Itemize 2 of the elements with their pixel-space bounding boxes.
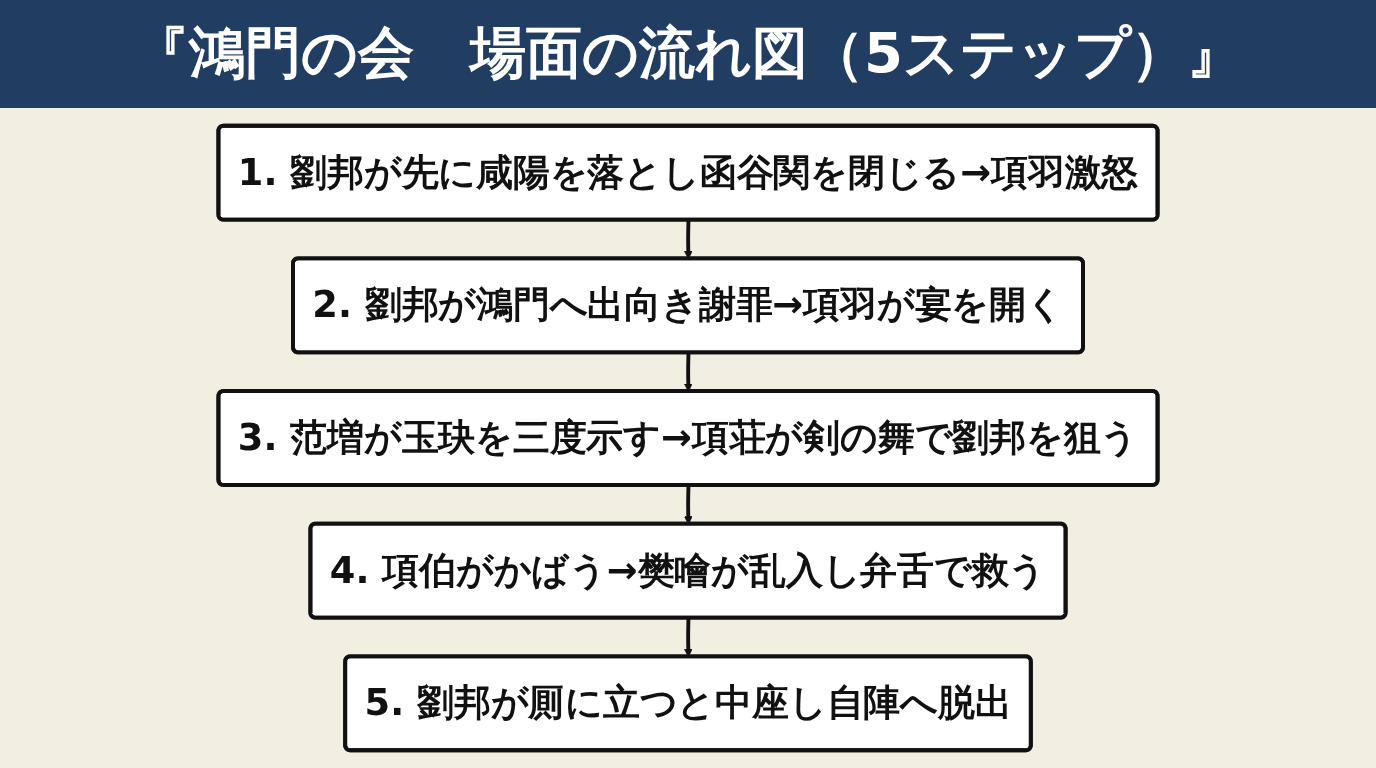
title-text: 『鴻門の会 場面の流れ図（5ステップ）』	[132, 19, 1244, 87]
arrow	[684, 352, 693, 392]
